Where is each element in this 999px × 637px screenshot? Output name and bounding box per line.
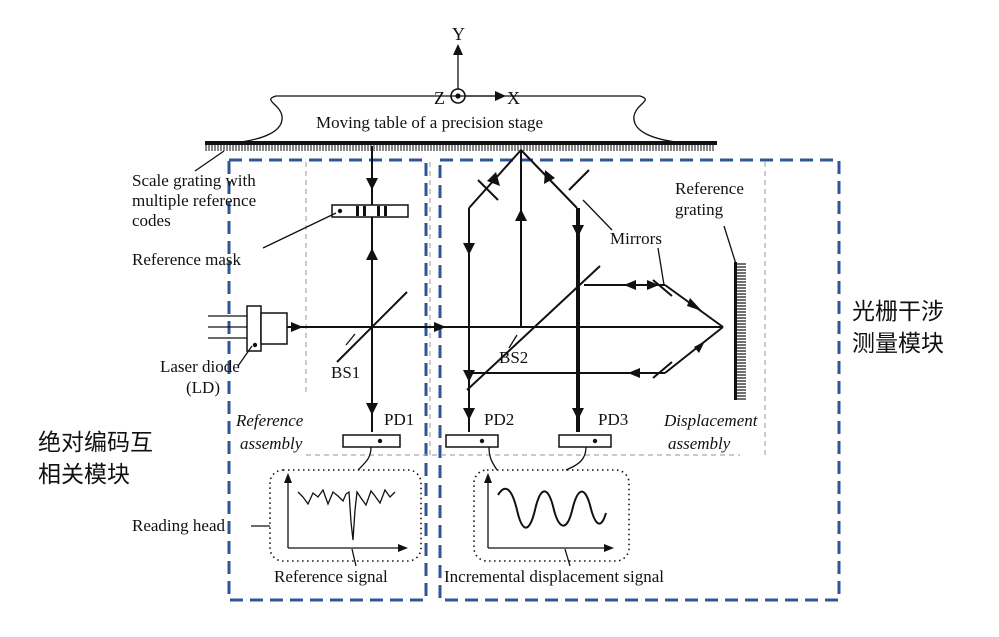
reference-assembly-label-line-2: assembly bbox=[240, 434, 303, 453]
moving-table-outline bbox=[231, 95, 685, 144]
pd3-label: PD3 bbox=[598, 410, 628, 429]
moving-table-label: Moving table of a precision stage bbox=[316, 113, 543, 132]
laser-diode bbox=[208, 305, 288, 352]
displacement-guide-box bbox=[306, 162, 766, 456]
cross-correlation-module-label: 绝对编码互 相关模块 bbox=[38, 430, 160, 488]
pd2-signal-wire bbox=[488, 446, 498, 471]
incremental-signal-box bbox=[473, 469, 630, 562]
bs1-leader bbox=[345, 333, 356, 346]
incremental-signal-trace bbox=[497, 487, 607, 529]
laser-diode-leader bbox=[237, 345, 253, 367]
laser-diode-label: Laser diode (LD) bbox=[160, 357, 244, 397]
interferometer-module-label-line-2: 测量模块 bbox=[852, 331, 944, 357]
incremental-signal-label: Incremental displacement signal bbox=[444, 567, 664, 586]
reference-grating-label-line-2: grating bbox=[675, 200, 724, 219]
reference-grating-label-line-1: Reference bbox=[675, 179, 744, 198]
mirrors-label: Mirrors bbox=[610, 229, 662, 248]
displacement-beams bbox=[463, 149, 724, 432]
incremental-signal-leader bbox=[564, 548, 571, 567]
reference-assembly-label-line-1: Reference bbox=[235, 411, 304, 430]
scale-grating-label-line-1: Scale grating with bbox=[132, 171, 256, 190]
cross-correlation-module-label-line-2: 相关模块 bbox=[38, 462, 130, 488]
mirrors-leader-1 bbox=[582, 199, 613, 231]
photodiode-pd1 bbox=[342, 434, 401, 448]
pd1-label: PD1 bbox=[384, 410, 414, 429]
cross-correlation-module-label-line-1: 绝对编码互 bbox=[38, 430, 153, 456]
interferometer-module-label-line-1: 光栅干涉 bbox=[852, 299, 944, 325]
scale-grating-label-line-2: multiple reference bbox=[132, 191, 256, 210]
incremental-signal-plot bbox=[484, 473, 614, 552]
photodiode-pd3 bbox=[558, 434, 612, 448]
scale-grating-leader bbox=[194, 150, 225, 172]
scale-grating bbox=[205, 141, 717, 151]
reference-grating-leader bbox=[723, 225, 737, 265]
reference-assembly-label: Reference assembly bbox=[235, 411, 308, 453]
reference-grating-label: Reference grating bbox=[675, 179, 748, 219]
x-axis-label: X bbox=[507, 88, 520, 108]
displacement-assembly-label-line-2: assembly bbox=[668, 434, 731, 453]
reading-head-label: Reading head bbox=[132, 516, 225, 535]
coordinate-axes: Y Z X bbox=[434, 24, 520, 108]
reference-mask-label: Reference mask bbox=[132, 250, 242, 269]
interferometer-module-label: 光栅干涉 测量模块 bbox=[852, 299, 951, 357]
z-axis-label: Z bbox=[434, 88, 445, 108]
bs1-splitter bbox=[336, 291, 408, 363]
reference-signal-leader bbox=[351, 548, 357, 567]
reference-signal-label: Reference signal bbox=[274, 567, 388, 586]
main-laser-beam bbox=[287, 322, 723, 332]
laser-diode-label-line-2: (LD) bbox=[186, 378, 220, 397]
scale-grating-label-line-3: codes bbox=[132, 211, 171, 230]
bs2-label: BS2 bbox=[499, 348, 528, 367]
pd1-signal-wire bbox=[357, 446, 372, 471]
bs2-leader bbox=[508, 334, 518, 349]
bs1-label: BS1 bbox=[331, 363, 360, 382]
photodiode-pd2 bbox=[445, 434, 499, 448]
displacement-module-box bbox=[438, 158, 841, 602]
displacement-assembly-label-line-1: Displacement bbox=[663, 411, 759, 430]
pd2-label: PD2 bbox=[484, 410, 514, 429]
reference-mask bbox=[331, 204, 409, 218]
reference-grating bbox=[734, 262, 746, 400]
reference-signal-trace bbox=[297, 488, 396, 541]
reference-module-box bbox=[227, 158, 428, 602]
reference-mask-leader bbox=[262, 212, 337, 249]
mirrors bbox=[477, 169, 673, 379]
laser-diode-label-line-1: Laser diode bbox=[160, 357, 240, 376]
y-axis-label: Y bbox=[452, 24, 465, 44]
reference-signal-plot bbox=[284, 473, 408, 552]
reference-beam bbox=[366, 146, 378, 432]
pd3-signal-wire bbox=[565, 446, 587, 471]
displacement-assembly-label: Displacement assembly bbox=[663, 411, 762, 453]
scale-grating-label: Scale grating with multiple reference co… bbox=[132, 171, 260, 230]
mirrors-leader-2 bbox=[657, 247, 665, 286]
